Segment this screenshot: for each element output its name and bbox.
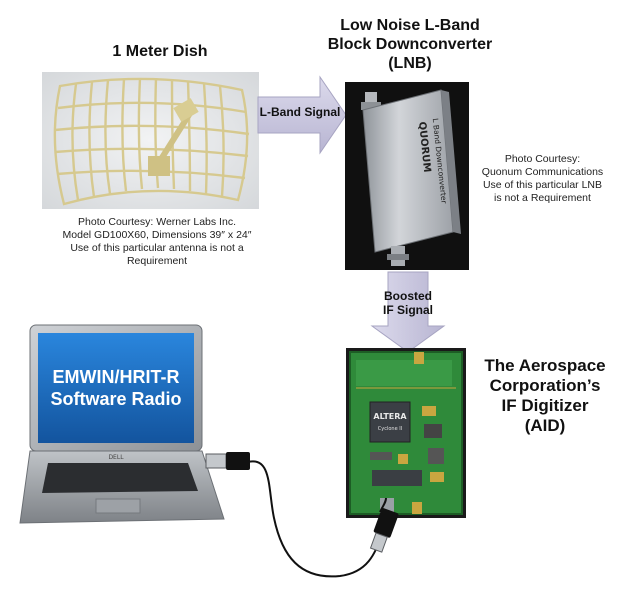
dish-title: 1 Meter Dish bbox=[112, 43, 208, 60]
laptop-brand: DELL bbox=[108, 454, 124, 461]
lnb-brand-text: QUORUM bbox=[416, 121, 432, 173]
dish-caption: Photo Courtesy: Werner Labs Inc. Model G… bbox=[48, 216, 266, 268]
aid-title-line: The Aerospace bbox=[484, 356, 606, 375]
if-signal-label: Boosted IF Signal bbox=[366, 289, 450, 317]
aid-title-line: (AID) bbox=[524, 416, 566, 435]
lnb-caption-line: Photo Courtesy: bbox=[504, 153, 581, 165]
dish-caption-line: Use of this particular antenna is not a bbox=[70, 242, 244, 254]
lnb-caption-line: Quonum Communications bbox=[481, 166, 604, 178]
aid-board-photo: ALTERA Cyclone II bbox=[346, 348, 466, 518]
lnb-caption-line: is not a Requirement bbox=[494, 192, 591, 204]
laptop: DELL bbox=[18, 323, 228, 533]
fpga-chip-label: ALTERA bbox=[373, 412, 407, 421]
aid-title-line: IF Digitizer bbox=[501, 396, 589, 415]
if-signal-label-line: Boosted bbox=[384, 289, 432, 303]
lband-signal-label: L-Band Signal bbox=[259, 105, 341, 119]
fpga-chip-sublabel: Cyclone II bbox=[378, 426, 402, 432]
dish-caption-line: Requirement bbox=[126, 255, 188, 267]
lnb-caption: Photo Courtesy: Quonum Communications Us… bbox=[470, 153, 615, 205]
screen-line: EMWIN/HRIT-R bbox=[52, 367, 180, 387]
if-signal-arrow bbox=[370, 270, 446, 354]
dish-photo bbox=[42, 72, 259, 209]
lnb-title: Low Noise L-Band Block Downconverter (LN… bbox=[300, 16, 520, 73]
screen-line: Software Radio bbox=[50, 389, 182, 409]
usb-plug-left-icon bbox=[205, 452, 250, 470]
aid-title: The Aerospace Corporation’s IF Digitizer… bbox=[470, 356, 620, 436]
lnb-title-line: Low Noise L-Band bbox=[340, 17, 480, 34]
lnb-caption-line: Use of this particular LNB bbox=[482, 179, 603, 191]
dish-caption-line: Photo Courtesy: Werner Labs Inc. bbox=[78, 216, 236, 228]
aid-title-line: Corporation’s bbox=[489, 376, 601, 395]
lnb-photo: QUORUM L Band Downconverter bbox=[345, 82, 469, 270]
dish-caption-line: Model GD100X60, Dimensions 39″ x 24″ bbox=[62, 229, 252, 241]
usb-plug-right-icon bbox=[369, 508, 399, 553]
laptop-screen-text: EMWIN/HRIT-R Software Radio bbox=[38, 366, 194, 410]
if-signal-label-line: IF Signal bbox=[382, 303, 433, 317]
lnb-title-line: (LNB) bbox=[388, 55, 432, 72]
lnb-title-line: Block Downconverter bbox=[327, 36, 493, 53]
lband-arrow bbox=[256, 75, 348, 155]
usb-cable bbox=[200, 448, 420, 588]
